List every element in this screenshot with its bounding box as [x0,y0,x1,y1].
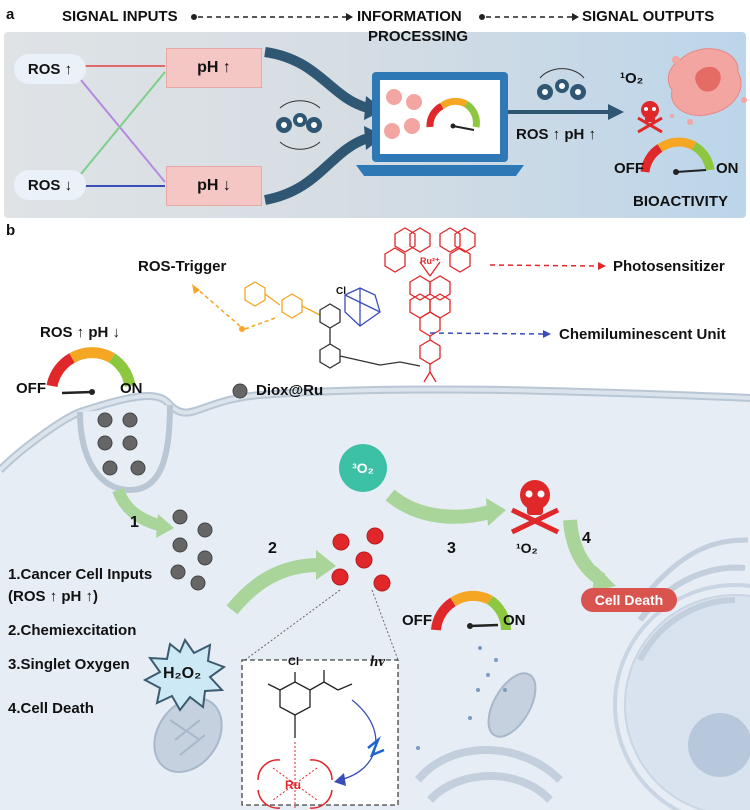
skull-icon-a [637,101,663,134]
ros-down-pill: ROS ↓ [14,170,86,200]
panel-a-label: a [6,6,15,23]
hv-label: hν [370,654,385,670]
header-processing: PROCESSING [368,28,469,45]
list-item-4: 4.Cell Death [8,700,94,717]
ph-down-box: pH ↓ [166,166,262,206]
diox-ru-label: Diox@Ru [256,382,324,399]
photosensitizer-label: Photosensitizer [613,258,725,275]
ru-label: Ru²⁺ [420,256,440,266]
singlet-oxygen-b: ¹O₂ [516,540,538,556]
inset-cl-label: Cl [288,656,299,668]
list-item-3: 3.Singlet Oxygen [8,656,130,673]
gauge-b-on: ON [120,380,143,397]
mitochondrion-icon [153,696,223,774]
header-signal-outputs: SIGNAL OUTPUTS [582,8,715,25]
inset-ru-label: Ru [285,778,301,792]
bioactivity-label: BIOACTIVITY [633,193,729,210]
chemiluminescent-unit-label: Chemiluminescent Unit [559,326,726,343]
list-item-2: 2.Chemiexcitation [8,622,137,639]
list-item-1-sub: (ROS ↑ pH ↑) [8,588,98,605]
skull-icon-b [510,480,560,535]
list-item-1: 1.Cancer Cell Inputs [8,566,153,583]
gauge-c-on: ON [503,612,526,629]
ruthenium-complex-structure [384,227,476,383]
gear-icon-left [276,113,322,133]
gauge-a-on: ON [716,160,739,177]
header-signal-inputs: SIGNAL INPUTS [62,8,178,25]
step-4: 4 [582,530,591,547]
condition-label: ROS ↑ pH ↓ [40,324,121,341]
cell-death-badge: Cell Death [581,588,677,612]
singlet-oxygen-a: ¹O₂ [620,70,644,87]
gauge-b-off: OFF [16,380,46,397]
step-3: 3 [447,540,456,557]
panel-b-label: b [6,222,16,239]
ros-up-pill: ROS ↑ [14,54,86,84]
gauge-a-off: OFF [614,160,644,177]
header-information: INFORMATION [357,8,462,25]
cl-label: Cl [336,286,346,297]
ph-up-box: pH ↑ [166,48,262,88]
step-1: 1 [130,514,139,531]
gauge-c-off: OFF [402,612,432,629]
ros-trigger-label: ROS-Trigger [138,258,227,275]
step-2: 2 [268,540,277,557]
output-condition: ROS ↑ pH ↑ [516,126,597,143]
h2o2-label: H₂O₂ [163,665,202,682]
triplet-oxygen-circle: ³O₂ [339,444,387,492]
